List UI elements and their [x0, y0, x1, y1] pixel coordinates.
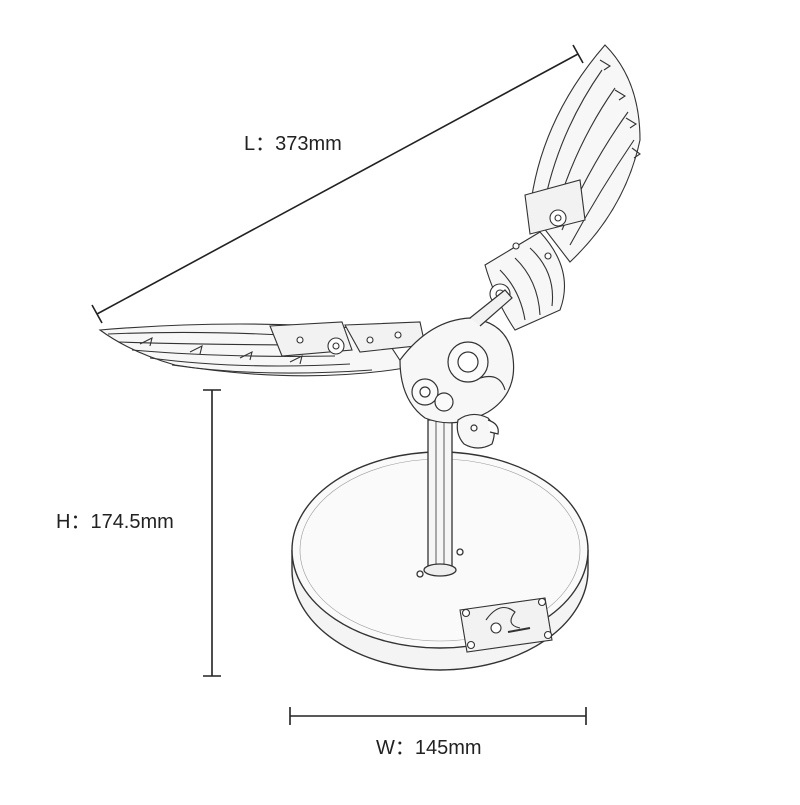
left-wing [98, 321, 426, 377]
right-wing [484, 44, 641, 331]
height-dimension-line [203, 389, 221, 677]
width-dimension-label: W：145mm [376, 737, 482, 759]
length-dimension-line [91, 44, 584, 324]
eagle-body-mechanism [399, 289, 515, 424]
length-dimension-label: L：373mm [244, 133, 342, 155]
stand-pole [416, 419, 464, 578]
base-nameplate [459, 597, 553, 653]
eagle-head [456, 413, 499, 449]
width-dimension-line [289, 707, 587, 725]
height-dimension-label: H：174.5mm [56, 511, 174, 533]
